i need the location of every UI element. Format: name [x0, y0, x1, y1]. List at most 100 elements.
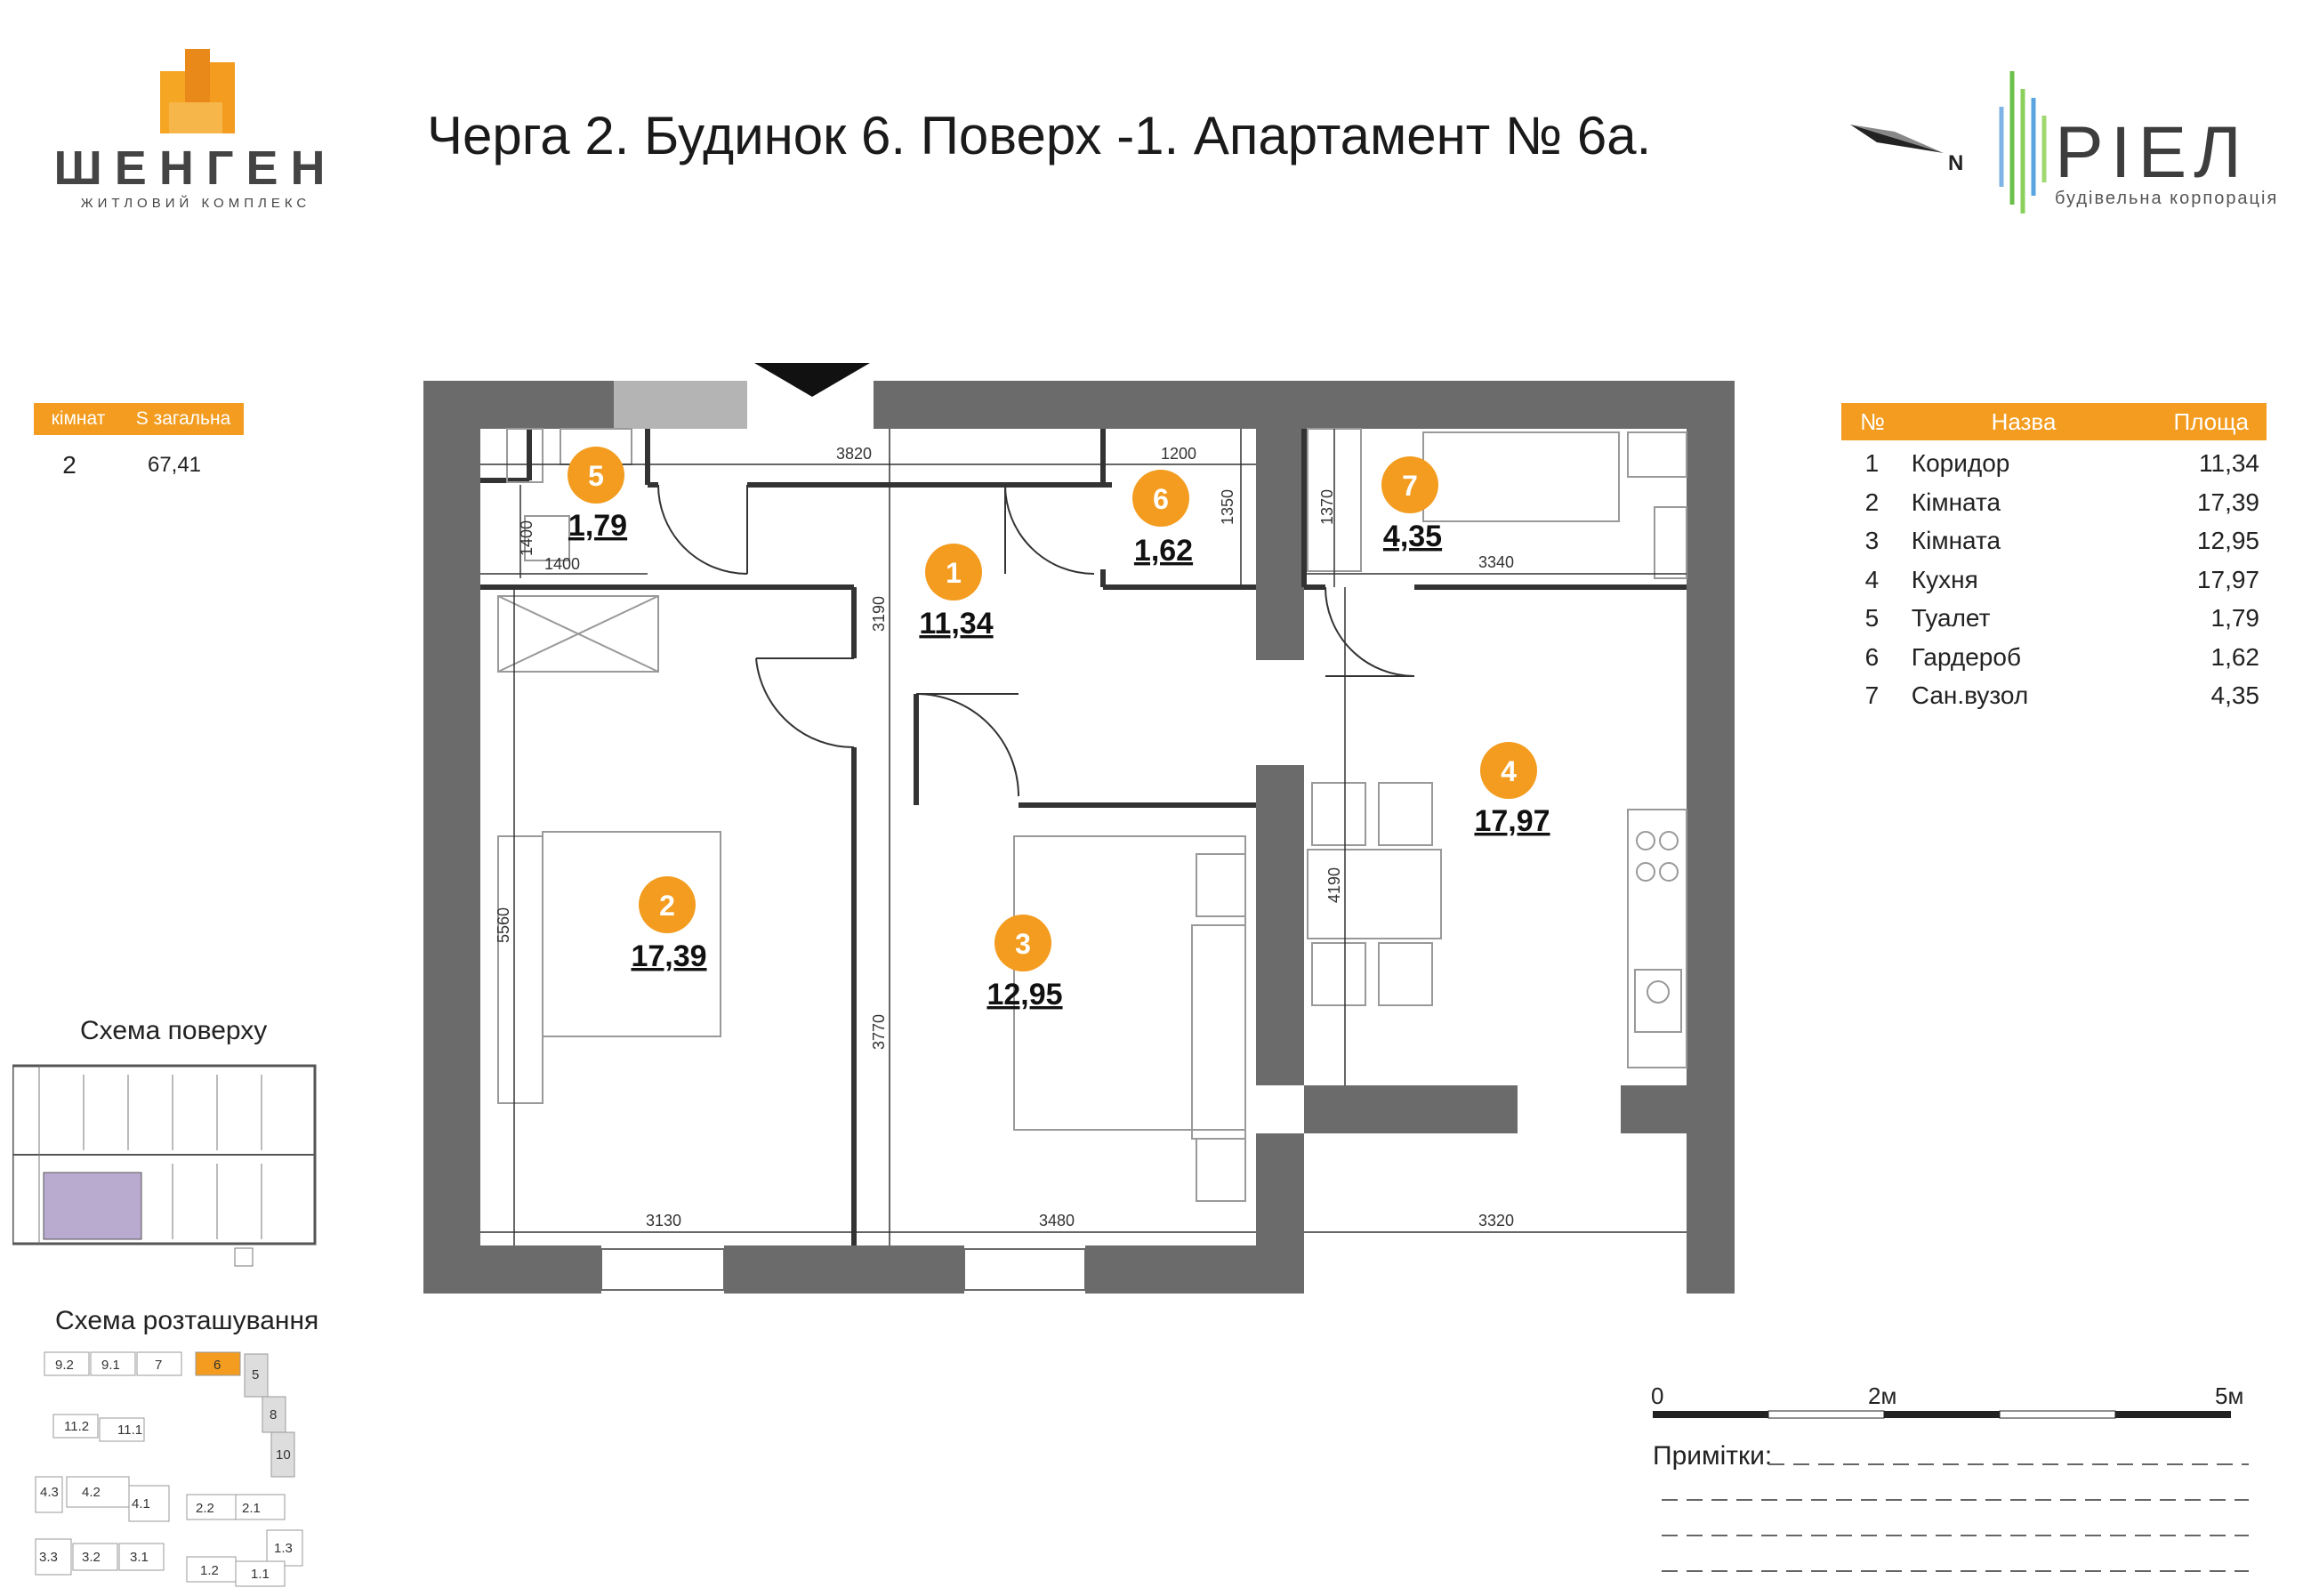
walls [423, 381, 1735, 1294]
room-number: 4 [1501, 755, 1517, 787]
room-no: 3 [1864, 527, 1880, 554]
rooms-table-header: № Назва Площа [1841, 403, 2267, 440]
room-no: 2 [1864, 488, 1880, 516]
notes-label: Примітки: [1653, 1441, 1773, 1471]
room-marker-7: 7 4,35 [1381, 456, 1442, 553]
room-name: Коридор [1911, 449, 2010, 477]
room-number: 1 [946, 557, 962, 589]
total-area-header: S загальна [135, 408, 231, 429]
room-area: 11,34 [2199, 449, 2259, 477]
building-label: 6 [213, 1358, 221, 1373]
floor-scheme-title: Схема поверху [80, 1016, 268, 1045]
room-marker-2: 2 17,39 [631, 876, 707, 973]
building-label: 11.1 [117, 1423, 142, 1438]
building-label: 2.1 [242, 1501, 261, 1516]
dim-label: 1370 [1318, 489, 1336, 525]
summary-header: кімнат S загальна [34, 403, 244, 435]
building-label: 4.1 [132, 1496, 150, 1511]
building-label: 9.1 [101, 1358, 120, 1373]
scale-label-5m: 5м [2215, 1382, 2243, 1409]
room-area: 17,39 [631, 939, 706, 973]
apartment-highlight [43, 1172, 142, 1240]
doors [657, 484, 1415, 797]
scale-label-0: 0 [1651, 1382, 1663, 1409]
entrance-arrow-icon [754, 363, 870, 397]
room-number: 6 [1153, 483, 1169, 515]
scale-label-2m: 2м [1868, 1382, 1896, 1409]
building-label: 1.3 [274, 1541, 293, 1556]
room-marker-5: 5 1,79 [568, 447, 627, 543]
rooms-count-value: 2 [62, 451, 76, 479]
logo-brand-text: ШЕНГЕН [53, 141, 338, 195]
room-name: Гардероб [1911, 642, 2021, 671]
brand-logo-shengen: ШЕНГЕН ЖИТЛОВИЙ КОМПЛЕКС [36, 27, 356, 214]
location-scheme-title: Схема розташування [55, 1306, 319, 1335]
building-label: 3.3 [39, 1550, 58, 1565]
room-markers: 1 11,34 2 17,39 3 12,95 4 17,97 5 1,79 6… [568, 447, 1550, 1012]
location-scheme-map: 9.2 9.1 7 6 5 8 10 11.2 11.1 4.3 4.2 4.1… [35, 1351, 303, 1587]
page-title: Черга 2. Будинок 6. Поверх -1. Апартамен… [427, 106, 1652, 165]
total-area-value: 67,41 [147, 453, 202, 477]
col-no-header: № [1860, 408, 1885, 435]
dim-label: 1350 [1219, 489, 1236, 525]
dim-label: 5560 [495, 907, 512, 943]
table-row: 4 Кухня 17,97 [1841, 560, 2267, 600]
room-area: 4,35 [2210, 681, 2260, 709]
room-area: 17,97 [2196, 565, 2259, 593]
riel-subtitle-text: будівельна корпорація [2055, 189, 2279, 208]
room-name: Кухня [1911, 565, 1978, 593]
dim-label: 4190 [1325, 867, 1343, 903]
dim-label: 3820 [836, 445, 872, 463]
room-area: 12,95 [986, 978, 1062, 1012]
room-number: 2 [659, 890, 675, 922]
room-name: Кімната [1911, 527, 2001, 554]
room-number: 3 [1015, 928, 1031, 960]
windows [600, 1248, 1086, 1291]
dim-label: 3480 [1039, 1212, 1075, 1229]
building-label: 4.2 [82, 1485, 101, 1500]
furniture [497, 428, 1687, 1202]
riel-logo-stripes-icon [1999, 71, 2047, 214]
building-label: 3.1 [130, 1550, 149, 1565]
building-label: 5 [252, 1367, 259, 1382]
shengen-logo-icon [160, 49, 235, 133]
room-area: 1,79 [2210, 604, 2260, 632]
building-label: 1.2 [200, 1563, 219, 1578]
building-label: 10 [276, 1447, 291, 1463]
scale-bar: 0 2м 5м [1651, 1382, 2243, 1419]
building-label: 3.2 [82, 1550, 101, 1565]
floor-scheme-map [12, 1064, 317, 1267]
compass-north-icon [1850, 125, 1944, 153]
logo-subtitle-text: ЖИТЛОВИЙ КОМПЛЕКС [80, 196, 311, 211]
room-number: 7 [1402, 470, 1418, 502]
partitions [480, 429, 1687, 1245]
room-area: 11,34 [919, 607, 993, 641]
room-no: 6 [1864, 642, 1880, 671]
dim-label: 1400 [544, 555, 580, 573]
dim-label: 3320 [1478, 1212, 1514, 1229]
building-label: 7 [155, 1358, 162, 1373]
dim-label: 1400 [518, 520, 535, 556]
room-no: 5 [1864, 604, 1880, 632]
brand-logo-riel: N РІЕЛ будівельна корпорація [1841, 36, 2286, 222]
room-area: 4,35 [1383, 520, 1442, 553]
dim-label: 3340 [1478, 553, 1514, 571]
room-no: 4 [1864, 565, 1880, 593]
col-name-header: Назва [1991, 408, 2057, 435]
room-area: 17,97 [1474, 804, 1550, 838]
dim-label: 1200 [1161, 445, 1196, 463]
room-marker-1: 1 11,34 [919, 544, 994, 641]
dim-label: 3130 [646, 1212, 681, 1229]
dim-label: 3190 [870, 596, 888, 632]
riel-brand-text: РІЕЛ [2055, 112, 2249, 193]
building-label: 11.2 [64, 1419, 89, 1434]
room-area: 1,79 [568, 509, 627, 543]
summary-row: 2 67,41 [34, 451, 244, 480]
room-no: 7 [1864, 681, 1880, 709]
